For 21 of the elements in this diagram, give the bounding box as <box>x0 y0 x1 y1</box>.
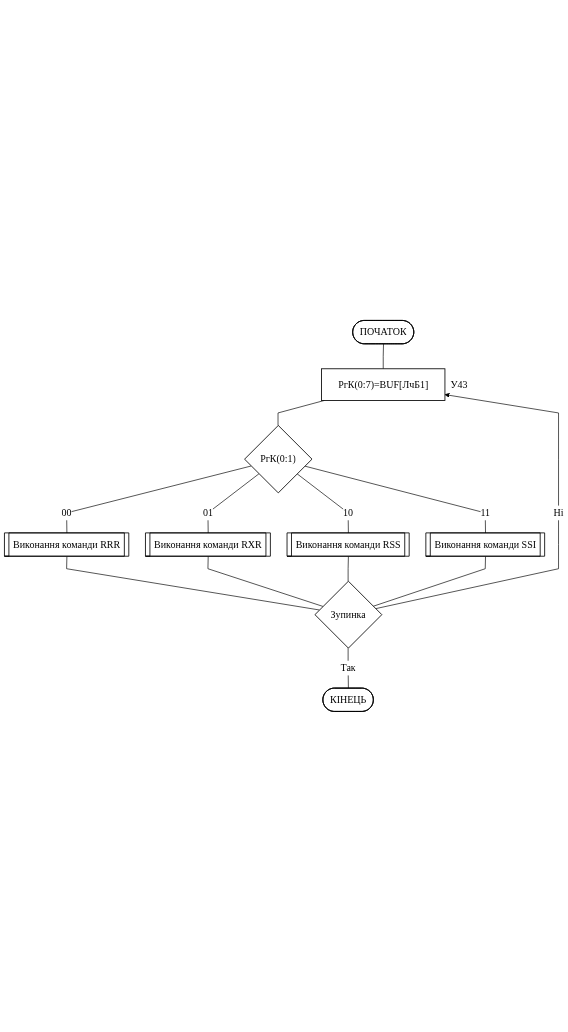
connector <box>382 343 384 370</box>
edge-label: 01 <box>202 507 213 519</box>
node-box: РгК(0:7)=BUF[ЛчБ1] <box>321 368 446 401</box>
connector <box>296 473 349 534</box>
edge-label: Так <box>340 662 356 674</box>
connector <box>347 556 349 582</box>
node-diamond: РгК(0:1) <box>244 425 313 494</box>
edge-label: Ні <box>553 507 564 519</box>
connector <box>277 400 325 426</box>
annotation-text: У43 <box>450 379 468 390</box>
edge-label: 00 <box>61 507 72 519</box>
connector <box>304 465 486 534</box>
connector <box>66 556 320 611</box>
connector <box>347 647 349 689</box>
connector <box>207 556 324 607</box>
connector <box>207 473 260 534</box>
edge-label: 10 <box>343 507 354 519</box>
connector <box>372 556 486 607</box>
edge-label: 11 <box>480 507 491 519</box>
node-diamond: Зупинка <box>314 580 383 649</box>
connector <box>66 465 252 534</box>
